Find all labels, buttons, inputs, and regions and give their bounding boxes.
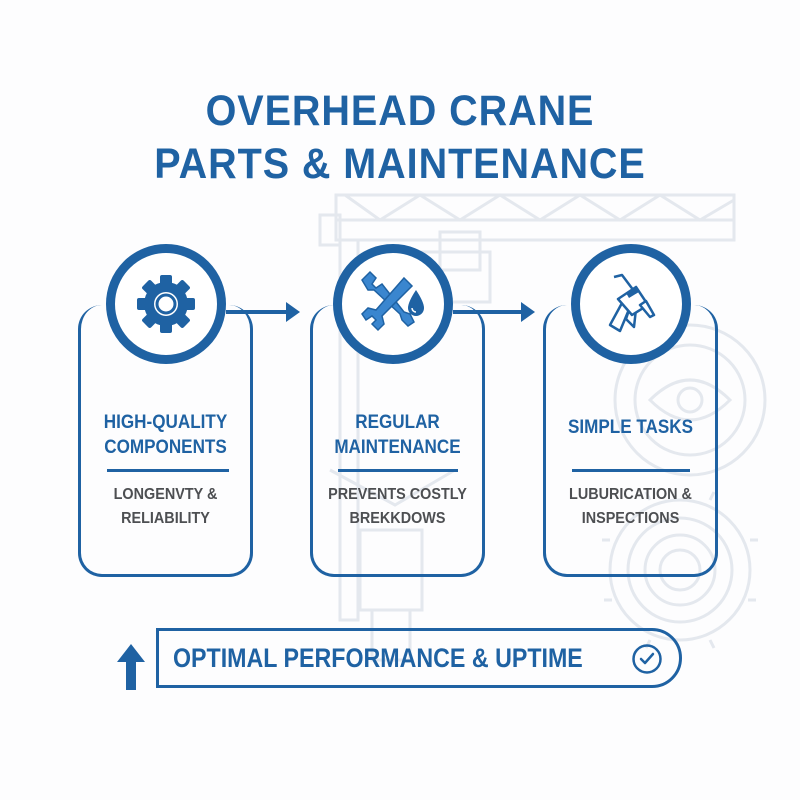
- step-card-components: [78, 305, 253, 577]
- step-desc-line2: INSPECTIONS: [581, 510, 680, 527]
- step-title-line1: REGULAR: [355, 412, 440, 433]
- step-desc-line1: LUBURICATION &: [569, 486, 692, 503]
- check-circle-icon: [632, 644, 662, 674]
- step-icon-circle-simple-tasks: [571, 244, 691, 364]
- step-icon-circle-components: [106, 244, 226, 364]
- step-card-maintenance: [310, 305, 485, 577]
- step-icon-circle-maintenance: [333, 244, 453, 364]
- step-desc-line2: BREKKDOWS: [349, 510, 446, 527]
- gear-icon: [137, 275, 195, 333]
- step-desc-maintenance: PREVENTS COSTLY BREKKDOWS: [319, 483, 477, 531]
- wrench-oil-drop-icon: [361, 270, 424, 332]
- banner-text: OPTIMAL PERFORMANCE & UPTIME: [173, 642, 583, 673]
- up-arrow-icon: [117, 644, 145, 690]
- step-title-simple-tasks: SIMPLE TASKS: [552, 415, 710, 440]
- step-desc-line1: LONGENVTY &: [113, 486, 218, 503]
- outcome-banner: OPTIMAL PERFORMANCE & UPTIME: [156, 628, 682, 688]
- step-title-line2: MAINTENANCE: [334, 437, 461, 458]
- divider: [572, 469, 690, 472]
- flow-arrow-2: [453, 302, 535, 322]
- step-desc-line2: RELIABILITY: [121, 510, 210, 527]
- step-title-maintenance: REGULAR MAINTENANCE: [319, 410, 477, 460]
- step-desc-line1: PREVENTS COSTLY: [328, 486, 467, 503]
- step-title-line1: SIMPLE TASKS: [567, 417, 694, 438]
- step-desc-components: LONGENVTY & RELIABILITY: [87, 483, 245, 531]
- page-title-line2: PARTS & MAINTENANCE: [154, 140, 646, 188]
- page-title-line1: OVERHEAD CRANE: [205, 87, 595, 135]
- step-title-components: HIGH-QUALITY COMPONENTS: [87, 410, 245, 460]
- divider: [107, 469, 229, 472]
- step-title-line1: HIGH-QUALITY: [103, 412, 228, 433]
- step-desc-simple-tasks: LUBURICATION & INSPECTIONS: [552, 483, 710, 531]
- step-title-line2: COMPONENTS: [104, 437, 227, 458]
- flow-arrow-1: [226, 302, 300, 322]
- step-card-simple-tasks: [543, 305, 718, 577]
- grease-gun-icon: [608, 273, 656, 333]
- divider: [338, 469, 458, 472]
